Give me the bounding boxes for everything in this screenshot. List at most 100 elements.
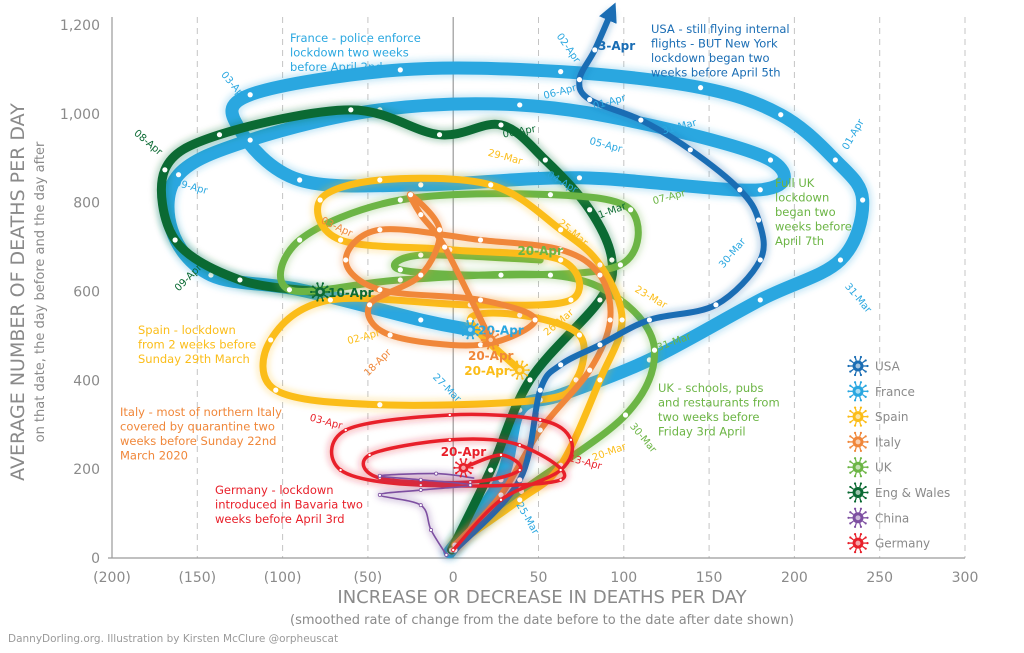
data-point	[646, 317, 652, 323]
data-point	[651, 347, 658, 353]
annotation-line: Sunday 29th March	[138, 352, 250, 366]
virus-spike-tip	[321, 282, 325, 285]
data-point	[558, 247, 564, 253]
series-line-china	[379, 472, 475, 556]
data-point	[517, 468, 522, 473]
virus-icon	[847, 532, 869, 554]
virus-spike-tip	[461, 323, 465, 326]
data-point	[338, 468, 343, 473]
legend-item-uk: UK	[847, 457, 893, 478]
data-point	[418, 212, 424, 218]
legend-item-china: China	[847, 507, 909, 528]
virus-spike-tip	[521, 360, 524, 363]
data-point	[527, 377, 533, 383]
virus-spike-tip	[849, 395, 852, 398]
data-point	[576, 332, 583, 338]
virus-spike-tip	[864, 384, 867, 387]
virus-spike-tip	[460, 328, 463, 331]
data-point	[628, 207, 634, 213]
virus-spike-tip	[853, 399, 857, 402]
y-axis-title: AVERAGE NUMBER OF DEATHS PER DAY	[7, 103, 29, 481]
virus-spike-tip	[853, 381, 857, 384]
data-point	[837, 257, 844, 263]
virus-spike-tip	[864, 460, 867, 463]
virus-spike-tip	[864, 536, 867, 539]
virus-spike-tip	[864, 435, 867, 438]
virus-spike-tip	[849, 522, 852, 525]
virus-spike-tip	[466, 320, 469, 323]
end-label-france: 20-Apr	[478, 324, 524, 338]
data-point	[498, 122, 504, 128]
virus-core	[855, 490, 861, 495]
data-point	[429, 528, 434, 533]
credit: DannyDorling.org. Illustration by Kirste…	[8, 633, 338, 645]
virus-spike-tip	[496, 344, 500, 347]
date-label: 02-Apr	[346, 328, 382, 348]
legend-item-eng-wales: Eng & Wales	[847, 482, 950, 503]
data-point	[517, 497, 523, 503]
data-point	[597, 342, 603, 348]
x-tick-label: 100	[610, 570, 637, 586]
legend-label: France	[875, 385, 915, 399]
virus-spike-tip	[864, 496, 867, 500]
virus-spike-tip	[525, 363, 529, 366]
virus-core	[317, 289, 323, 295]
virus-spike-tip	[849, 511, 852, 514]
data-point	[418, 272, 424, 278]
data-point	[367, 302, 373, 308]
data-point	[587, 97, 593, 103]
virus-spike-tip	[866, 542, 869, 545]
y-tick-label: 600	[73, 285, 100, 301]
data-point	[286, 287, 293, 293]
virus-spike-tip	[866, 390, 869, 393]
data-point	[617, 262, 623, 268]
data-point	[377, 287, 383, 293]
data-point	[387, 332, 393, 338]
legend-item-italy: Italy	[847, 431, 901, 453]
data-point	[327, 297, 333, 303]
virus-spike-tip	[859, 381, 863, 384]
virus-spike-tip	[847, 440, 850, 443]
end-label-germany: 20-Apr	[441, 445, 487, 459]
virus-core	[855, 414, 861, 420]
virus-spike-tip	[492, 330, 495, 333]
legend-label: Germany	[875, 537, 930, 551]
annotation-line: Germany - lockdown	[215, 483, 334, 497]
virus-spike-tip	[866, 466, 869, 469]
virus-spike-tip	[515, 360, 519, 363]
series-eng-wales	[153, 102, 621, 558]
date-label: 09-Apr	[174, 178, 210, 198]
data-point	[713, 302, 719, 308]
virus-icon	[460, 320, 481, 340]
data-point	[377, 227, 383, 233]
data-point	[755, 217, 762, 223]
virus-spike-tip	[480, 338, 483, 342]
virus-spike-tip	[471, 337, 475, 340]
x-tick-label: 300	[952, 570, 979, 586]
legend-label: UK	[875, 461, 893, 475]
virus-spike-tip	[459, 475, 462, 478]
annotation-line: Spain - lockdown	[138, 323, 236, 337]
annotation-line: before April 2nd	[290, 60, 383, 74]
annotation-line: France - police enforce	[290, 31, 421, 45]
legend-label: China	[875, 511, 909, 525]
virus-spike-tip	[469, 472, 472, 475]
data-point	[247, 137, 253, 143]
data-point	[619, 317, 625, 323]
virus-spike-tip	[853, 482, 857, 485]
data-point	[418, 503, 423, 508]
virus-spike-tip	[864, 370, 867, 373]
virus-spike-tip	[866, 491, 869, 494]
annotation-line: March 2020	[120, 449, 188, 463]
virus-spike-tip	[859, 482, 863, 485]
virus-spike-tip	[453, 466, 456, 469]
data-point	[576, 77, 583, 83]
virus-spike-tip	[864, 511, 867, 514]
data-point	[558, 468, 563, 473]
series-line-eng-wales	[156, 105, 618, 555]
data-point	[558, 69, 564, 75]
data-point	[468, 483, 473, 488]
virus-spike-tip	[471, 320, 475, 323]
